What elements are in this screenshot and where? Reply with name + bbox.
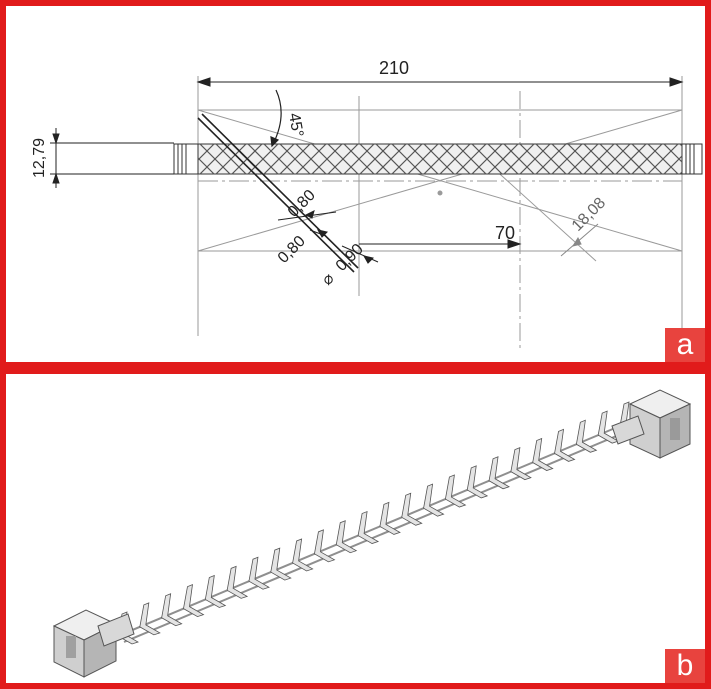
hatch-line [519, 143, 551, 175]
dimension-diameter [341, 245, 379, 264]
hatch-line [215, 143, 247, 175]
dimension-wire [277, 210, 337, 238]
hatch-line [327, 143, 359, 175]
hatch-line [535, 143, 567, 175]
dimension-diameter2-label: 18,08 [569, 194, 609, 234]
dimension-height-label: 12,79 [31, 138, 48, 178]
model-rung [379, 501, 401, 535]
hatch-line [679, 171, 683, 175]
model-rung [510, 447, 532, 481]
dimension-offset [359, 239, 522, 249]
model-rung [466, 465, 489, 499]
dimension-angle [270, 89, 282, 148]
hatch-line [455, 143, 487, 175]
hatch-line [407, 143, 439, 175]
panel-label-b: b [665, 649, 705, 683]
hatch-line [199, 143, 231, 175]
hatch-line [615, 143, 647, 175]
dimension-length [196, 77, 684, 87]
hatch-line [423, 143, 455, 175]
hatch-line [311, 143, 343, 175]
hatch-line [679, 143, 683, 147]
hatch-line [375, 143, 407, 175]
hatch-line [247, 143, 279, 175]
model-rung [313, 529, 336, 563]
hatch-line [631, 143, 663, 175]
dimension-angle-label: 45° [285, 112, 306, 139]
panel-b-model: b [0, 368, 711, 689]
lattice-rungs [117, 401, 641, 645]
dimension-length-label: 210 [379, 58, 409, 78]
hatch-line [263, 143, 295, 175]
diagonal-wire [197, 113, 359, 273]
hatch-line [471, 143, 503, 175]
model-rung [554, 428, 576, 462]
hatch-line [567, 143, 599, 175]
right-end-block [611, 389, 692, 459]
diameter-label: 0,90 [333, 241, 367, 275]
model-rung [183, 583, 205, 618]
model-rung [204, 574, 227, 608]
hatch-line [663, 143, 683, 163]
model-rung [139, 602, 161, 636]
model-rung [270, 547, 292, 581]
model-rung [357, 510, 380, 545]
hatch-line [487, 143, 519, 175]
hatch-line [599, 143, 631, 175]
model-rung [226, 565, 249, 599]
hatch-line [439, 143, 471, 175]
wire-gap-label: 0,80 [275, 233, 309, 267]
hatch-line [583, 143, 615, 175]
hatch-line [343, 143, 375, 175]
model-rung [488, 456, 511, 490]
dimension-height [50, 128, 174, 188]
model-rung [248, 556, 270, 590]
hatch-line [647, 143, 679, 175]
model-rung [335, 520, 358, 554]
model-rung [401, 492, 423, 526]
model-rung [292, 538, 314, 572]
model-rail [117, 425, 621, 637]
construction-lines [197, 76, 683, 351]
hatch-line [359, 143, 391, 175]
diameter-symbol: ⌀ [319, 270, 338, 289]
model-rung [575, 419, 598, 453]
model-rung [161, 593, 183, 627]
hatch-line [503, 143, 535, 175]
hatch-line [279, 143, 311, 175]
hatch-line [391, 143, 423, 175]
model-rung [444, 474, 467, 508]
panel-label-a: a [665, 328, 705, 362]
hatch-line [551, 143, 583, 175]
hatch-line [295, 143, 327, 175]
technical-drawing: 210 45° 12,79 0,80 0,80 [31, 58, 703, 351]
model-rung [532, 437, 554, 471]
panel-a-drawing: 210 45° 12,79 0,80 0,80 [0, 0, 711, 368]
model-rung [423, 483, 445, 517]
hatch-line [197, 157, 215, 175]
hatch-line [197, 143, 215, 161]
dimension-offset-label: 70 [495, 223, 515, 243]
dimension-diameter2 [560, 223, 599, 257]
wire-width-label: 0,80 [285, 187, 319, 221]
model-render [52, 389, 692, 678]
model-rung [597, 410, 620, 444]
model-rail [123, 431, 627, 643]
left-end-block [52, 609, 135, 678]
lattice-band [197, 143, 683, 175]
